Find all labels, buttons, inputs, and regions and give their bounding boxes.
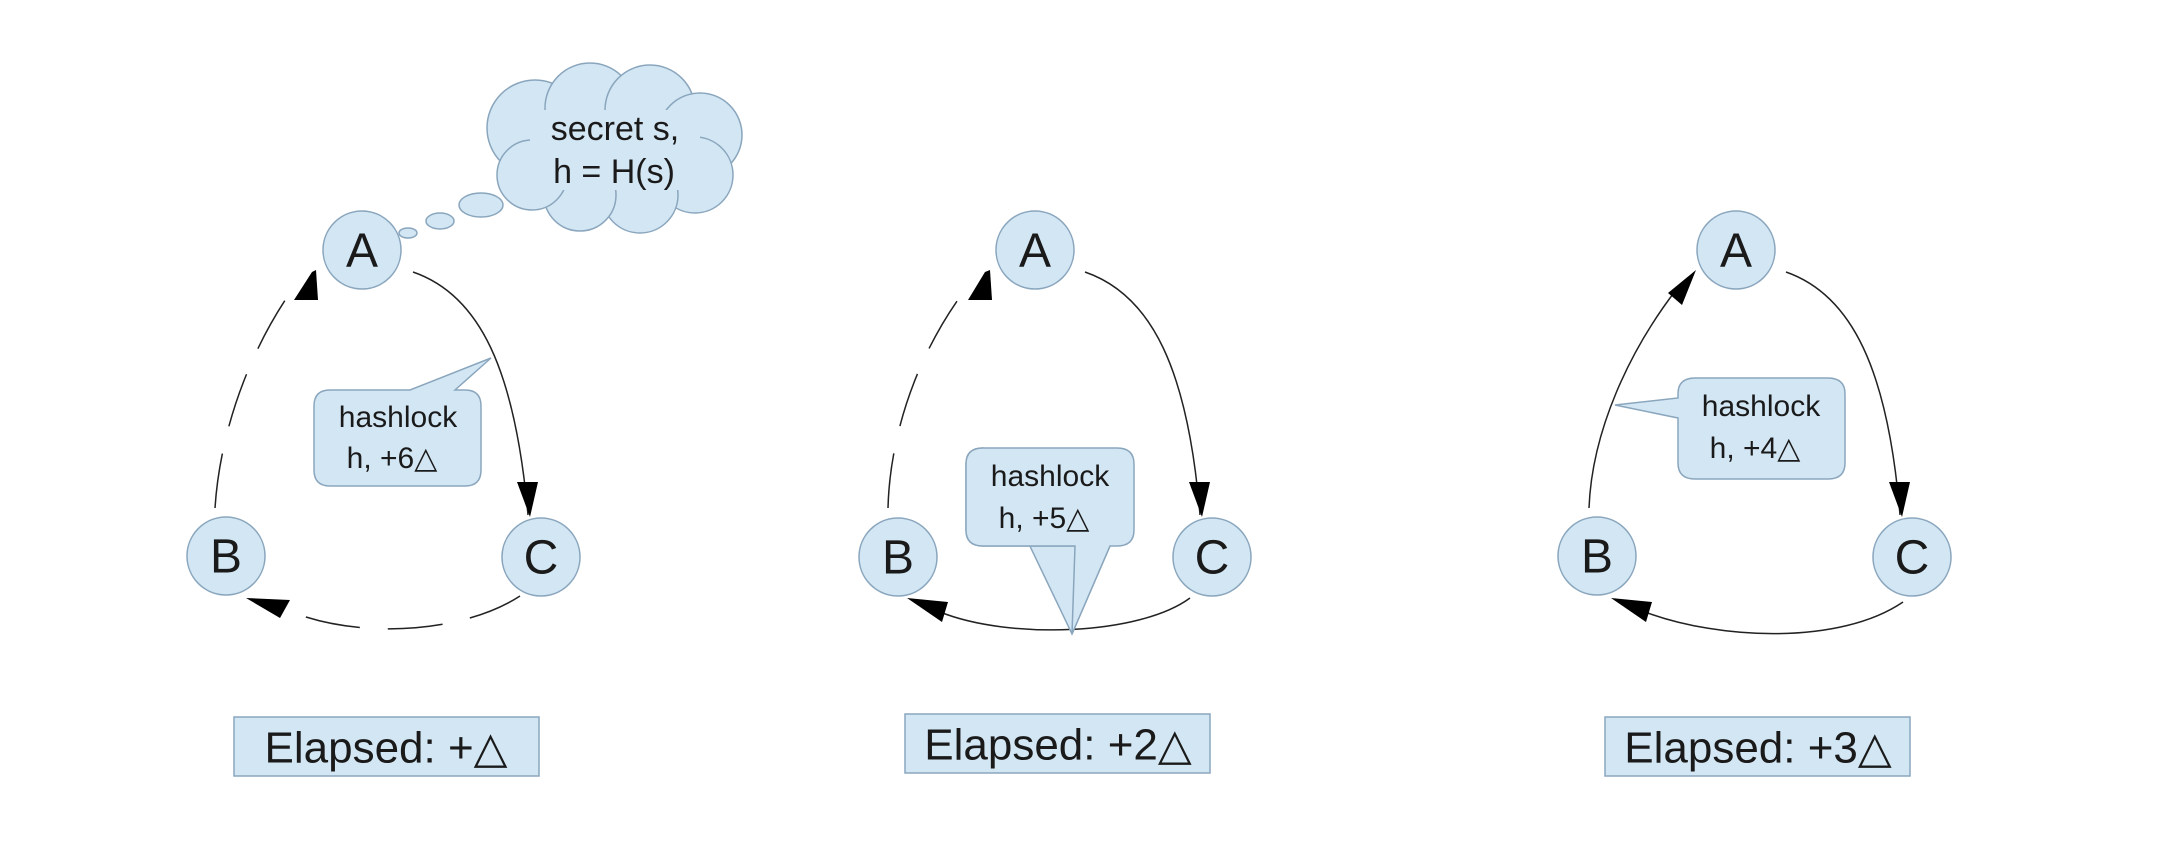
hashlock-line-2: h, +6△ bbox=[347, 442, 438, 475]
hashlock-line-2: h, +4△ bbox=[1710, 432, 1801, 465]
arrowhead-a-to-c bbox=[1889, 482, 1910, 517]
arrowhead-c-to-b bbox=[1611, 598, 1652, 622]
node-b: B bbox=[858, 517, 938, 597]
svg-text:Elapsed: +△: Elapsed: +△ bbox=[265, 724, 508, 773]
arrowhead-c-to-b bbox=[246, 598, 290, 618]
node-b: B bbox=[186, 516, 266, 596]
svg-text:B: B bbox=[1581, 531, 1613, 584]
hashlock-line-1: hashlock bbox=[339, 401, 458, 434]
arrowhead-b-to-a bbox=[294, 270, 318, 300]
arrowhead-c-to-b bbox=[907, 598, 948, 622]
svg-text:B: B bbox=[210, 531, 242, 584]
elapsed-label: Elapsed: +2△ bbox=[904, 713, 1211, 774]
svg-text:Elapsed: +2△: Elapsed: +2△ bbox=[924, 721, 1192, 770]
edge-a-to-c bbox=[412, 271, 529, 516]
node-a: A bbox=[1696, 210, 1776, 290]
svg-text:C: C bbox=[1195, 532, 1230, 585]
svg-text:Elapsed: +3△: Elapsed: +3△ bbox=[1624, 724, 1892, 773]
edge-c-to-b bbox=[1644, 601, 1904, 635]
edge-a-to-c bbox=[1785, 271, 1901, 516]
node-a: A bbox=[322, 210, 402, 290]
arrowhead-b-to-a bbox=[1668, 270, 1696, 305]
panel-3: hashlock h, +4△ A B C Elapsed: +3△ bbox=[1557, 210, 1952, 777]
thought-cloud: secret s, h = H(s) bbox=[398, 62, 743, 239]
edge-a-to-c bbox=[1084, 271, 1201, 516]
panel-2: hashlock h, +5△ A B C Elapsed: +2△ bbox=[858, 210, 1252, 774]
hashlock-line-1: hashlock bbox=[1702, 390, 1821, 423]
elapsed-label: Elapsed: +△ bbox=[233, 716, 540, 777]
node-a: A bbox=[995, 210, 1075, 290]
hashlock-callout: hashlock h, +6△ bbox=[313, 357, 492, 487]
arrowhead-a-to-c bbox=[1189, 482, 1210, 517]
node-c: C bbox=[501, 517, 581, 597]
node-c: C bbox=[1172, 517, 1252, 597]
elapsed-label: Elapsed: +3△ bbox=[1604, 716, 1911, 777]
thought-line-1: secret s, bbox=[551, 110, 679, 148]
svg-text:B: B bbox=[882, 532, 914, 585]
arrowhead-a-to-c bbox=[517, 482, 538, 517]
svg-text:C: C bbox=[524, 532, 559, 585]
svg-text:A: A bbox=[346, 225, 378, 278]
hashlock-callout: hashlock h, +5△ bbox=[965, 447, 1135, 636]
hashlock-line-1: hashlock bbox=[991, 460, 1110, 493]
edge-b-to-a bbox=[1588, 289, 1677, 509]
edge-b-to-a-dashed bbox=[887, 289, 966, 509]
node-b: B bbox=[1557, 516, 1637, 596]
thought-line-2: h = H(s) bbox=[553, 153, 675, 191]
node-c: C bbox=[1872, 517, 1952, 597]
hashlock-callout: hashlock h, +4△ bbox=[1614, 377, 1846, 480]
edge-b-to-a-dashed bbox=[214, 289, 293, 509]
arrowhead-b-to-a bbox=[968, 270, 992, 300]
svg-text:A: A bbox=[1019, 225, 1051, 278]
svg-text:A: A bbox=[1720, 225, 1752, 278]
edge-c-to-b-dashed bbox=[279, 595, 521, 630]
panel-1: secret s, h = H(s) hashlock h, +6△ A B C… bbox=[186, 62, 743, 777]
hashlock-line-2: h, +5△ bbox=[999, 502, 1090, 535]
svg-text:C: C bbox=[1895, 532, 1930, 585]
